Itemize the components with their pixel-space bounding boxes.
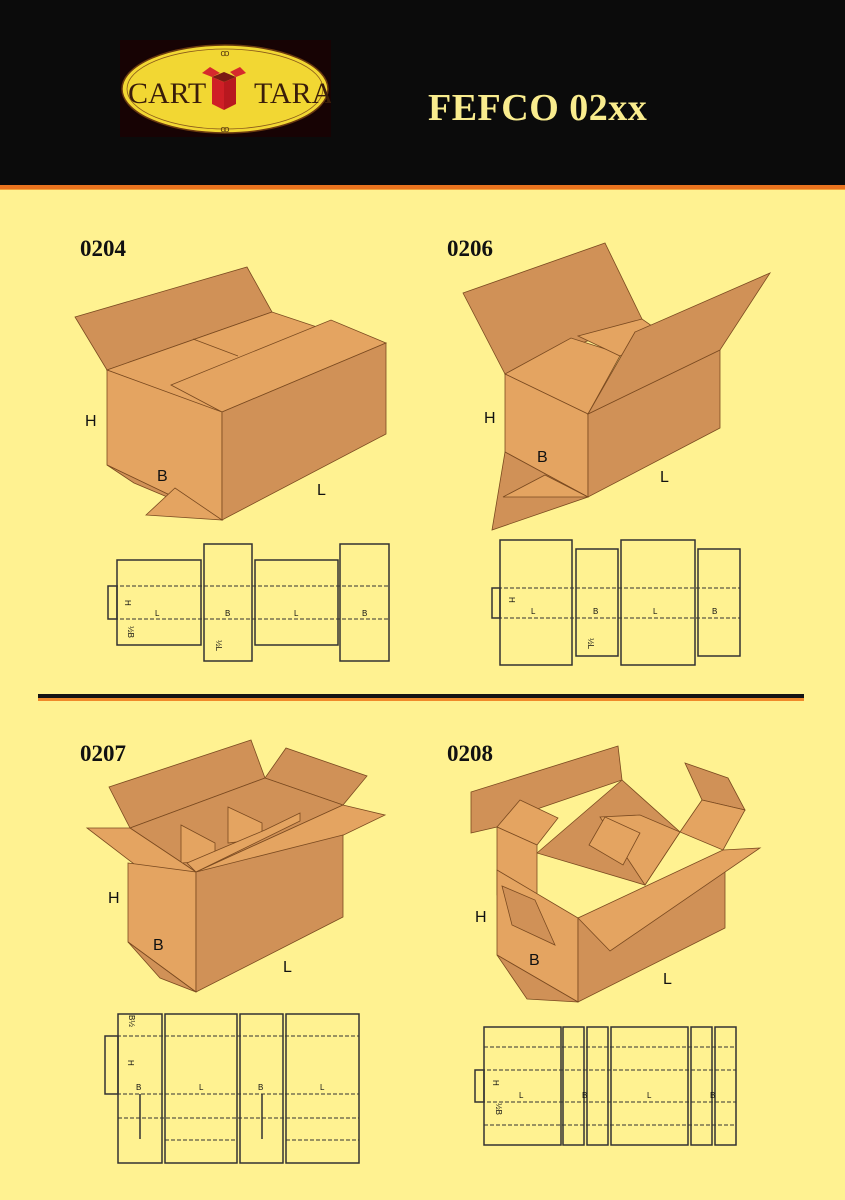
svg-text:B: B	[710, 1091, 715, 1100]
header-accent-stripe-light	[0, 189, 845, 190]
svg-text:H: H	[491, 1080, 500, 1086]
header-accent-stripe	[0, 185, 845, 189]
svg-text:B: B	[258, 1083, 263, 1092]
svg-text:B: B	[136, 1083, 141, 1092]
dieline-0208: H L B L B ½B	[474, 1026, 737, 1146]
label-height: H	[484, 410, 496, 427]
svg-text:B: B	[712, 607, 717, 616]
svg-text:½L: ½L	[586, 638, 595, 650]
logo-text-right: TARA	[254, 77, 331, 110]
section-divider-accent	[38, 698, 804, 701]
page-title: FEFCO 02xx	[428, 87, 648, 129]
svg-text:L: L	[320, 1083, 325, 1092]
section-divider	[38, 694, 804, 698]
model-code-0208: 0208	[447, 741, 493, 766]
svg-text:H: H	[507, 597, 516, 603]
label-height: H	[85, 413, 97, 430]
dieline-0207: B½ H B L B L	[104, 1013, 360, 1164]
box-illustration-0208: H B L	[470, 745, 762, 1003]
label-width: B	[153, 937, 164, 954]
svg-text:L: L	[519, 1091, 524, 1100]
svg-text:H: H	[126, 1060, 135, 1066]
dieline-0204: H L B L B ½B ½L	[107, 543, 390, 662]
cartara-logo: CART TARA ꝏ ꝏ	[120, 40, 331, 137]
model-code-0207: 0207	[80, 741, 126, 766]
label-height: H	[108, 890, 120, 907]
label-width: B	[537, 449, 548, 466]
label-width: B	[529, 952, 540, 969]
svg-text:B½: B½	[127, 1015, 136, 1027]
svg-text:H: H	[123, 600, 132, 606]
label-length: L	[317, 482, 326, 499]
svg-text:L: L	[155, 609, 160, 618]
box-illustration-0207: H B L	[85, 739, 387, 993]
label-length: L	[660, 469, 669, 486]
dieline-0206: H L B L B ½L	[491, 539, 741, 666]
model-code-0206: 0206	[447, 236, 493, 261]
svg-text:½B: ½B	[126, 626, 135, 638]
box-illustration-0206: H B L	[462, 242, 772, 531]
label-length: L	[663, 971, 672, 988]
svg-text:L: L	[199, 1083, 204, 1092]
label-height: H	[475, 909, 487, 926]
svg-text:ꝏ: ꝏ	[220, 124, 229, 134]
label-width: B	[157, 468, 168, 485]
svg-text:½L: ½L	[214, 640, 223, 652]
model-code-0204: 0204	[80, 236, 126, 261]
box-illustration-0204: H B L	[74, 266, 388, 521]
svg-text:ꝏ: ꝏ	[220, 48, 229, 58]
svg-text:B: B	[593, 607, 598, 616]
svg-text:B: B	[362, 609, 367, 618]
svg-text:L: L	[653, 607, 658, 616]
svg-text:B: B	[225, 609, 230, 618]
svg-text:½B: ½B	[494, 1103, 503, 1115]
svg-text:L: L	[531, 607, 536, 616]
open-box-icon	[202, 67, 246, 110]
svg-text:L: L	[294, 609, 299, 618]
svg-text:L: L	[647, 1091, 652, 1100]
label-length: L	[283, 959, 292, 976]
logo-text-left: CART	[128, 77, 206, 110]
svg-text:B: B	[582, 1091, 587, 1100]
